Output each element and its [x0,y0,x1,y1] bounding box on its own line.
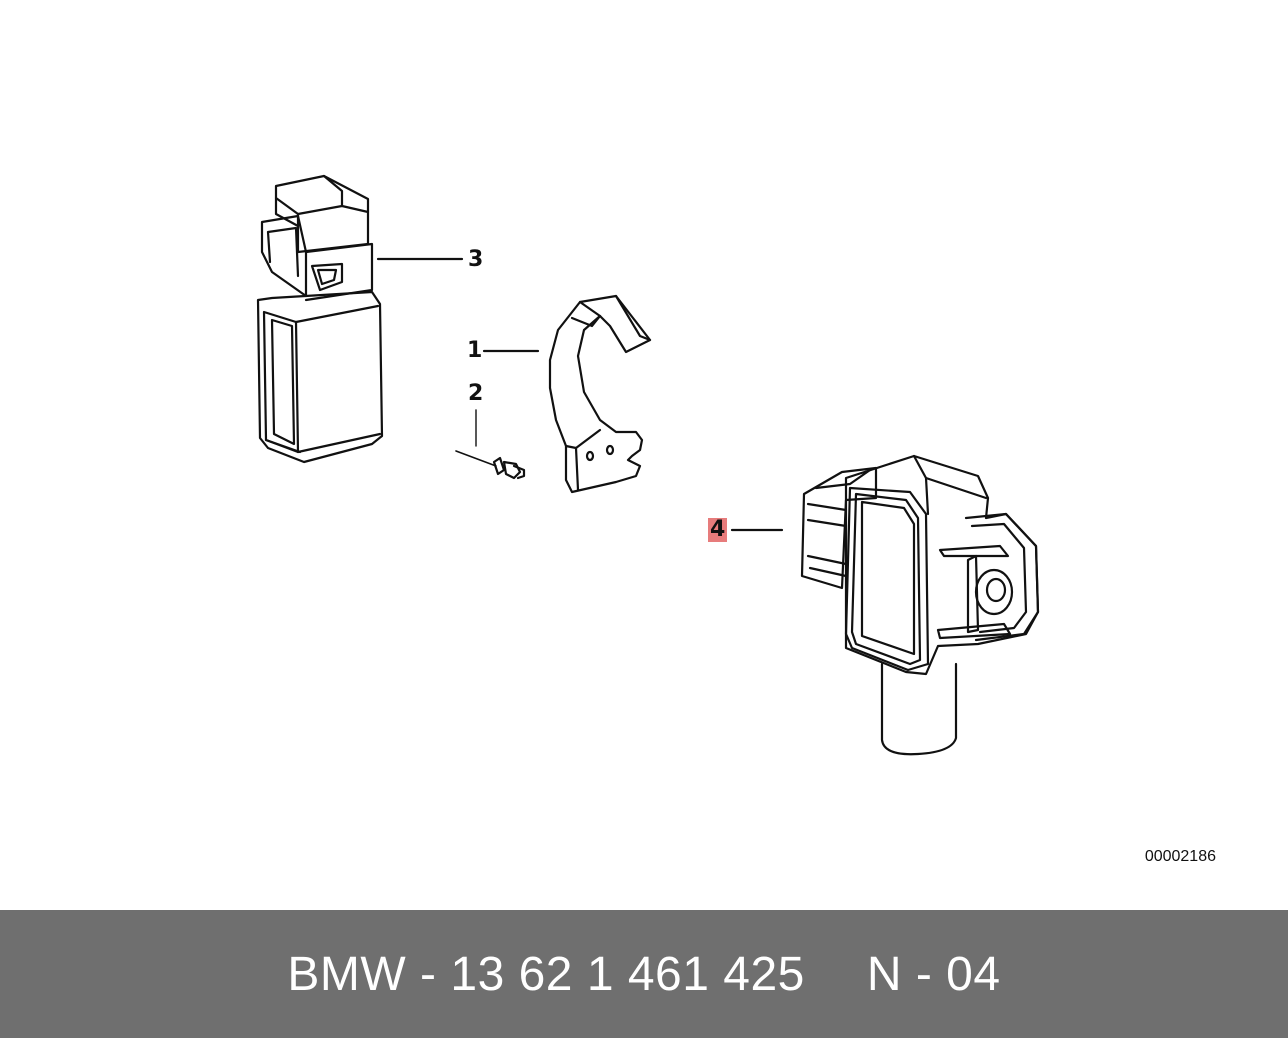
rivet-part-2 [455,450,526,480]
part-label-3: 3 [468,247,484,272]
part-label-2: 2 [468,381,484,406]
part-number-footer: BMW - 13 62 1 461 425 N - 04 [0,910,1288,1038]
diagram-drawing [256,174,1040,756]
part-number-text: BMW - 13 62 1 461 425 [287,947,805,1001]
sensor-part-4 [800,454,1040,756]
parts-diagram: 3 1 2 4 00002186 [256,174,1216,865]
position-code-text: N - 04 [866,947,1001,1001]
bracket-part-1 [548,294,652,494]
drawing-id: 00002186 [1144,848,1216,865]
part-label-1: 1 [467,338,483,363]
connector-plug-part-3 [256,174,384,464]
part-label-4-highlighted: 4 [708,517,728,542]
